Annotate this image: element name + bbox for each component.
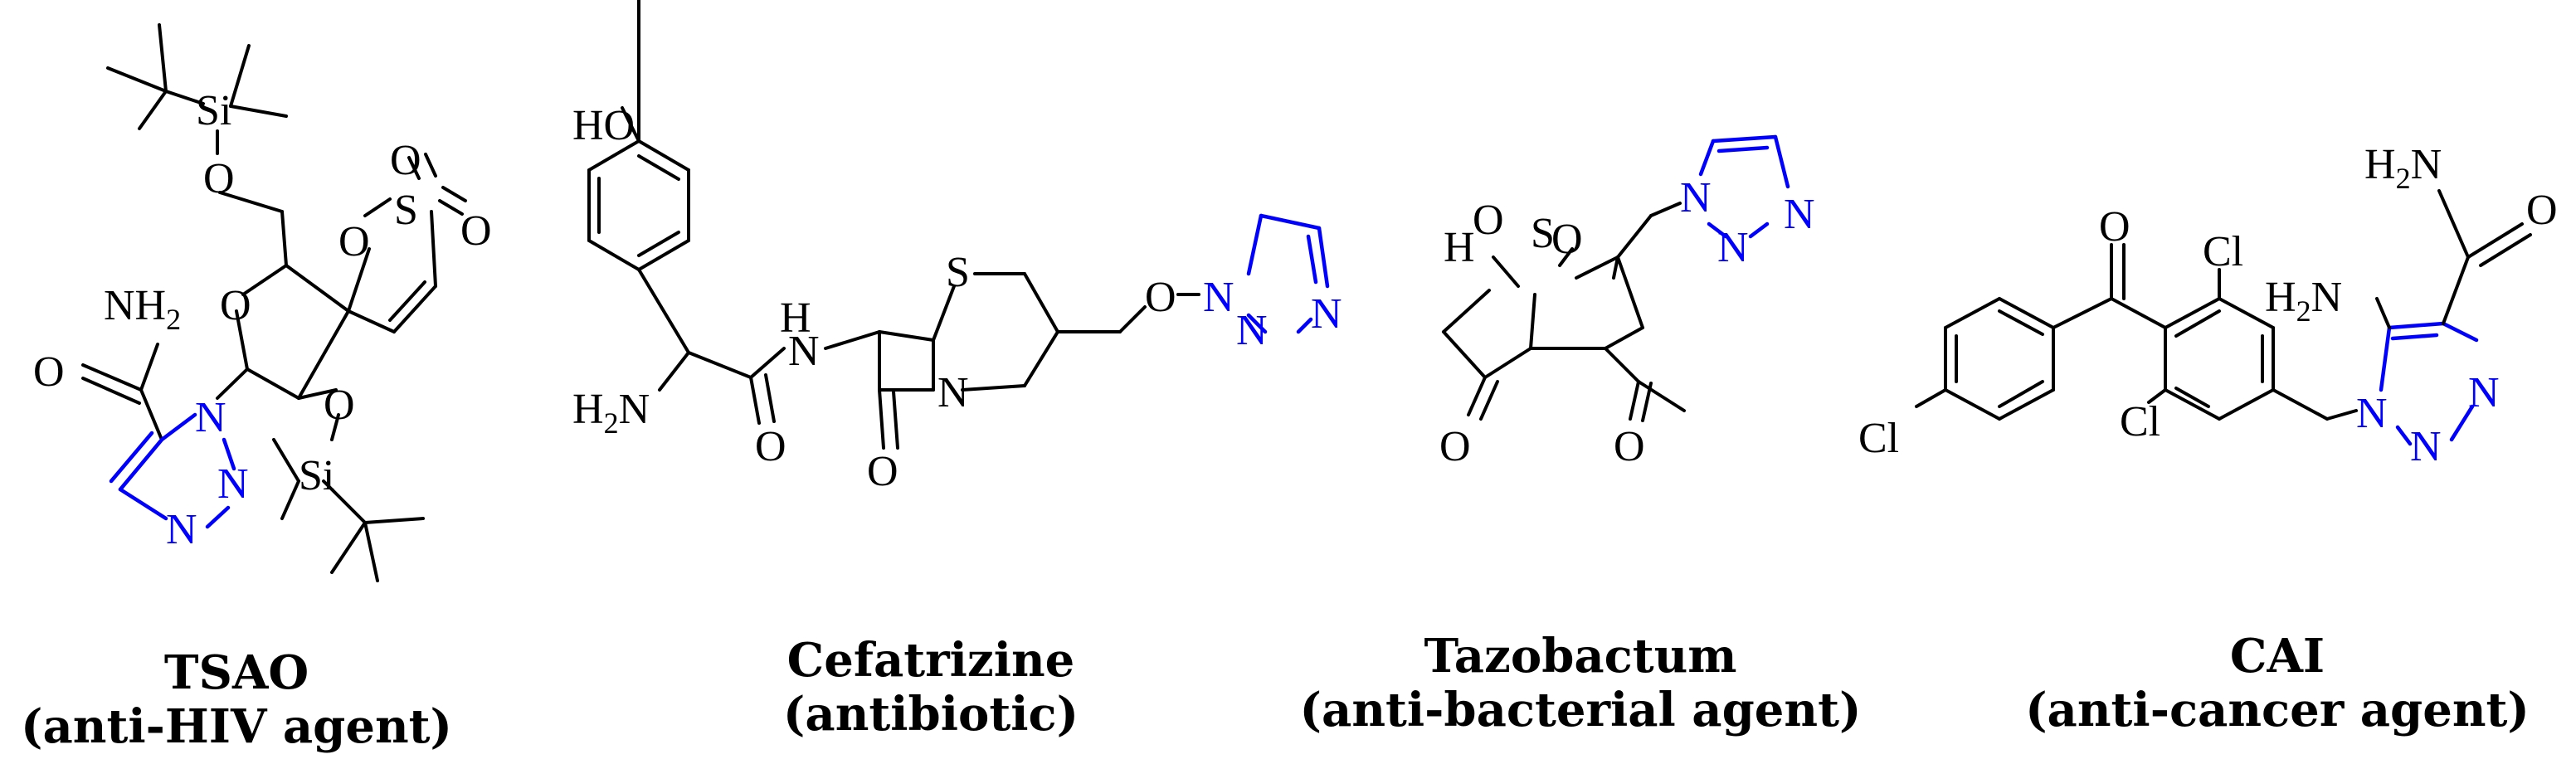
atom-n-9: N [1680, 174, 1712, 221]
atom-labels-tsao: Si O O S O O O NH2 O O Si N N N [33, 87, 492, 553]
atom-n-3: N [166, 506, 197, 553]
atom-o-16: O [2526, 187, 2558, 234]
atom-s-2: S [946, 249, 970, 296]
atom-cl-3: Cl [1858, 415, 1899, 462]
atom-o-14: O [1614, 423, 1645, 470]
atom-h-2: H [1444, 224, 1475, 271]
caption-name-cai: CAI [2230, 629, 2325, 684]
atom-labels-cefatrizine: HO H N H2N O O S N O N N N [572, 102, 1342, 495]
atom-h-1: H [780, 294, 811, 342]
atom-s-3: S [1531, 210, 1555, 257]
atom-o-9: O [867, 448, 898, 495]
caption-note-tazobactum: (anti-bacterial agent) [1300, 683, 1862, 737]
atom-si-2: Si [299, 452, 334, 499]
atom-o-1: O [203, 155, 235, 202]
atom-cl-2: Cl [2120, 398, 2160, 445]
structure-tazobactum [1442, 134, 1790, 422]
atom-s-1: S [394, 187, 418, 234]
atom-n-10: N [1717, 224, 1749, 271]
structure-tsao [81, 23, 467, 582]
atom-o-5: O [220, 282, 251, 329]
structure-cefatrizine [587, 0, 1330, 450]
atom-o-2: O [338, 218, 370, 265]
atom-o-3: O [390, 137, 421, 184]
atom-n-8: N [1311, 290, 1342, 338]
atom-o-7: O [324, 382, 355, 429]
atom-h2n-2: H2N [2265, 274, 2342, 328]
atom-o-6: O [33, 348, 65, 396]
atom-n-7: N [1236, 307, 1268, 354]
atom-labels-cai: O Cl Cl Cl H2N H2N O N N N [1858, 141, 2558, 470]
atom-ho: HO [572, 102, 635, 149]
atom-si-1: Si [196, 87, 231, 134]
atom-n-11: N [1784, 191, 1815, 238]
captions: TSAO (anti-HIV agent) Cefatrizine (antib… [21, 629, 2530, 754]
caption-note-cai: (anti-cancer agent) [2025, 683, 2530, 737]
atom-n-13: N [2410, 423, 2442, 470]
atom-n-5: N [937, 369, 969, 416]
caption-name-tazobactum: Tazobactum [1424, 629, 1736, 684]
atom-n-12: N [2356, 390, 2388, 437]
caption-name-cefatrizine: Cefatrizine [787, 633, 1075, 688]
atom-o-15: O [2099, 203, 2130, 251]
caption-name-tsao: TSAO [164, 645, 309, 700]
caption-note-tsao: (anti-HIV agent) [21, 699, 452, 754]
atom-n-14: N [2468, 369, 2500, 416]
atom-n-4: N [788, 328, 820, 375]
atom-h2n-1: H2N [572, 386, 650, 440]
atom-o-4: O [460, 207, 492, 255]
atom-labels-tazobactum: O S O H O O N N N [1439, 174, 1815, 470]
atom-o-13: O [1439, 423, 1471, 470]
atom-o-10: O [1145, 274, 1176, 321]
atom-o-8: O [755, 423, 786, 470]
atom-h2n-3: H2N [2364, 141, 2442, 195]
atom-o-12: O [1551, 216, 1583, 263]
atom-cl-1: Cl [2203, 228, 2243, 275]
atom-nh2: NH2 [104, 282, 181, 336]
atom-n-6: N [1203, 274, 1234, 321]
atom-n-1: N [195, 394, 226, 441]
structure-cai [1915, 189, 2532, 446]
caption-note-cefatrizine: (antibiotic) [783, 687, 1079, 742]
atom-o-11: O [1473, 197, 1504, 244]
atom-n-2: N [217, 460, 249, 508]
